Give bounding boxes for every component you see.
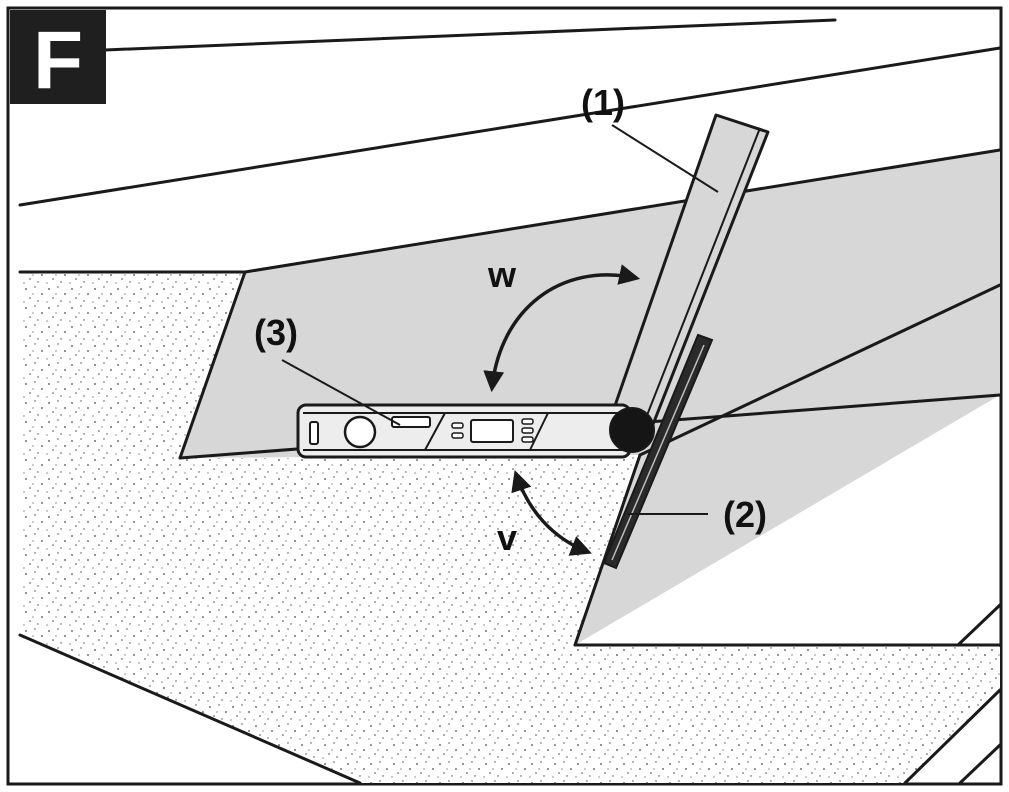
board-edge-line — [573, 453, 642, 647]
device-bubble-level — [391, 416, 431, 428]
device-hinge — [609, 407, 655, 453]
board-edge-line — [243, 148, 1002, 274]
device-button — [521, 427, 534, 434]
device-dial — [343, 415, 377, 449]
device-display — [470, 419, 514, 443]
panel-letter-badge — [10, 10, 106, 104]
device-slot — [309, 421, 319, 445]
leader-line-part1 — [611, 124, 719, 193]
label-angle-v: v — [497, 517, 517, 558]
board-edge-line — [18, 46, 1002, 207]
device-button — [451, 422, 464, 429]
board-edge-line — [956, 603, 1002, 647]
board-edge-line — [18, 633, 362, 785]
panel-letter: F — [33, 15, 83, 106]
label-angle-w: w — [487, 254, 517, 295]
board-edge-line — [638, 283, 1002, 457]
speckled-floor-surface — [20, 272, 1000, 783]
device-button — [521, 436, 534, 443]
device-button — [451, 432, 464, 439]
protractor-lower-leg — [602, 333, 714, 570]
digital-angle-device — [296, 403, 655, 459]
leader-line-part3 — [281, 359, 401, 426]
device-button — [521, 418, 534, 425]
label-part3: (3) — [254, 312, 298, 353]
label-part2: (2) — [723, 494, 767, 535]
gray-wall-surface — [180, 150, 1000, 645]
label-part1: (1) — [581, 82, 625, 123]
angle-v-arc — [511, 470, 592, 556]
speckled-lower-right-strip — [575, 645, 1000, 660]
board-edge-line — [958, 743, 1002, 785]
board-edge-line — [903, 688, 1002, 785]
angle-w-arc — [483, 264, 641, 393]
board-edge-line — [178, 270, 247, 460]
board-edge-line — [103, 18, 837, 52]
